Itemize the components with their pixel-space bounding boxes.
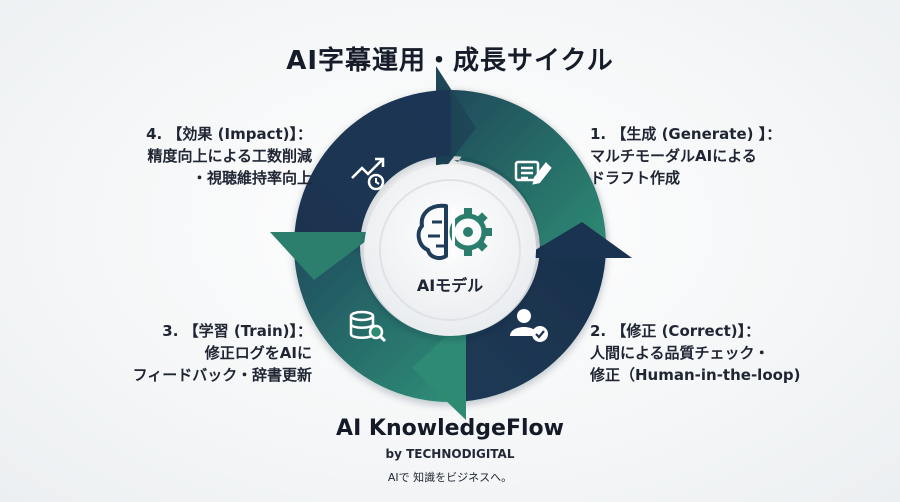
- cycle-arrowhead-bottom: [412, 318, 466, 420]
- center-hub: [364, 164, 536, 336]
- step-line: マルチモーダルAIによる: [590, 147, 757, 165]
- brand-name: AI KnowledgeFlow: [336, 416, 564, 441]
- trend-up-clock-icon: [351, 157, 385, 191]
- database-search-icon: [349, 310, 387, 343]
- brand-by: by TECHNODIGITAL: [385, 447, 515, 461]
- step-line: 修正ログをAIに: [204, 344, 312, 362]
- brand-tagline: AIで 知識をビジネスへ。: [387, 471, 513, 484]
- cycle-arrowhead-left: [270, 232, 378, 280]
- center-label: AIモデル: [416, 276, 484, 295]
- document-edit-icon: [514, 160, 552, 185]
- step-heading: 1. 【生成 (Generate) 】：: [590, 125, 782, 143]
- step-line: ・視聴維持率向上: [191, 169, 312, 187]
- step-line: フィードバック・辞書更新: [132, 366, 312, 384]
- step-line: 精度向上による工数削減: [147, 147, 312, 165]
- step-heading: 4. 【効果 (Impact)】：: [146, 125, 312, 143]
- step-heading: 3. 【学習 (Train)】：: [162, 322, 312, 340]
- step-impact: 4. 【効果 (Impact)】： 精度向上による工数削減 ・視聴維持率向上: [60, 123, 312, 189]
- step-correct: 2. 【修正 (Correct)】： 人間による品質チェック・ 修正（Human…: [590, 320, 870, 386]
- step-line: 修正（Human-in-the-loop): [590, 366, 801, 384]
- step-train: 3. 【学習 (Train)】： 修正ログをAIに フィードバック・辞書更新: [60, 320, 312, 386]
- step-heading: 2. 【修正 (Correct)】：: [590, 322, 761, 340]
- step-line: ドラフト作成: [590, 169, 681, 187]
- cycle-arrow-correct: [450, 246, 606, 402]
- step-line: 人間による品質チェック・: [590, 344, 770, 362]
- cycle-arrow-impact: [294, 90, 450, 246]
- page-title: AI字幕運用・成長サイクル: [286, 46, 614, 76]
- user-check-icon: [510, 309, 548, 342]
- step-generate: 1. 【生成 (Generate) 】： マルチモーダルAIによる ドラフト作成: [590, 123, 850, 189]
- cycle-arrowhead-right: [522, 222, 632, 258]
